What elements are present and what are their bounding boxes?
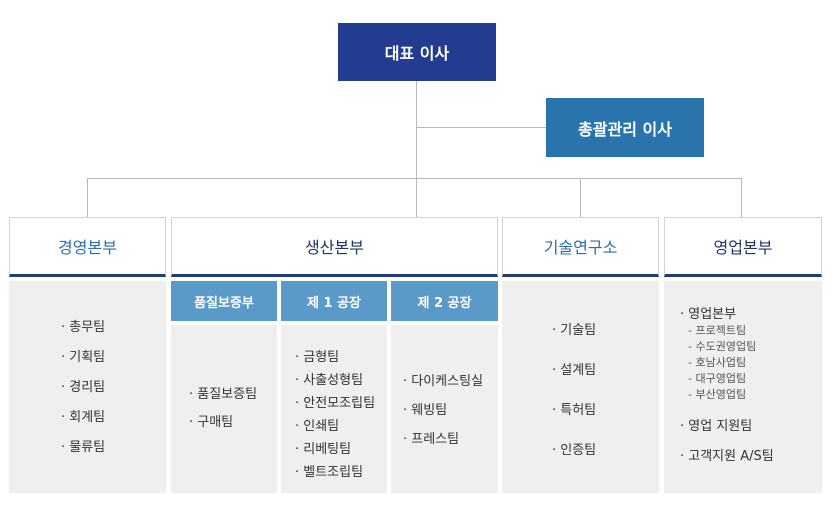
connector-div4: [741, 178, 742, 217]
list-item: 프레스팀: [403, 428, 483, 457]
subunit-plant2-panel: 다이케스팅실 웨빙팀 프레스팀: [391, 325, 498, 493]
connector-to-gm: [416, 127, 546, 128]
list-item: 안전모조립팀: [295, 392, 375, 415]
division-sales-panel: 영업본부 프로젝트팀 수도권영업팀 호남사업팀 대구영업팀 부산영업팀 영업 지…: [664, 281, 822, 493]
division-sales-header: 영업본부: [664, 217, 822, 277]
subunit-label: 제 2 공장: [417, 295, 472, 311]
list-item: 호남사업팀: [688, 355, 774, 371]
division-label: 영업본부: [713, 238, 773, 257]
list-item: 구매팀: [189, 411, 257, 439]
connector-div3: [580, 178, 581, 217]
subunit-plant2-header: 제 2 공장: [391, 281, 498, 321]
connector-ceo-down: [416, 81, 417, 217]
list-item: 회계팀: [61, 406, 105, 436]
list-item: 설계팀: [552, 359, 596, 399]
subunit-plant1-header: 제 1 공장: [281, 281, 387, 321]
connector-horizontal: [87, 178, 741, 179]
team-list: 영업본부: [680, 303, 774, 323]
list-item: 경리팀: [61, 376, 105, 406]
gm-box: 총괄관리 이사: [546, 98, 704, 157]
division-management-panel: 총무팀 기획팀 경리팀 회계팀 물류팀: [9, 281, 166, 493]
team-list: 금형팀 사출성형팀 안전모조립팀 인쇄팀 리베팅팀 벨트조립팀: [295, 346, 375, 484]
list-item: 기술팀: [552, 319, 596, 359]
subunit-plant1-panel: 금형팀 사출성형팀 안전모조립팀 인쇄팀 리베팅팀 벨트조립팀: [281, 325, 387, 493]
team-list: 기술팀 설계팀 특허팀 인증팀: [552, 319, 596, 479]
list-item: 물류팀: [61, 436, 105, 466]
sub-team-list: 프로젝트팀 수도권영업팀 호남사업팀 대구영업팀 부산영업팀: [680, 323, 774, 403]
team-list: 다이케스팅실 웨빙팀 프레스팀: [403, 370, 483, 457]
division-label: 경영본부: [58, 238, 117, 257]
division-management-header: 경영본부: [9, 217, 166, 277]
subunit-qa-panel: 품질보증팀 구매팀: [171, 325, 277, 493]
list-item: 영업 지원팀: [680, 415, 774, 445]
list-item: 고객지원 A/S팀: [680, 445, 773, 475]
team-list: 총무팀 기획팀 경리팀 회계팀 물류팀: [61, 316, 105, 466]
subunit-label: 품질보증부: [194, 295, 254, 311]
division-rnd-panel: 기술팀 설계팀 특허팀 인증팀: [502, 281, 659, 493]
list-item: 웨빙팀: [403, 399, 483, 428]
connector-div1: [87, 178, 88, 217]
division-rnd-header: 기술연구소: [502, 217, 659, 277]
division-label: 기술연구소: [543, 238, 618, 257]
list-item: 품질보증팀: [189, 383, 257, 411]
list-item: 대구영업팀: [688, 371, 774, 387]
list-item: 다이케스팅실: [403, 370, 483, 399]
list-item: 리베팅팀: [295, 438, 375, 461]
sales-group-list: 영업본부 프로젝트팀 수도권영업팀 호남사업팀 대구영업팀 부산영업팀 영업 지…: [680, 303, 774, 475]
gm-label: 총괄관리 이사: [578, 119, 672, 139]
subunit-label: 제 1 공장: [307, 295, 361, 311]
list-item: 인쇄팀: [295, 415, 375, 438]
list-item: 부산영업팀: [688, 387, 774, 403]
subunit-qa-header: 품질보증부: [171, 281, 277, 321]
list-item: 사출성형팀: [295, 369, 375, 392]
ceo-label: 대표 이사: [384, 44, 450, 63]
division-production-header: 생산본부: [171, 217, 498, 277]
list-item: 기획팀: [61, 346, 105, 376]
ceo-box: 대표 이사: [338, 23, 496, 81]
list-item: 총무팀: [61, 316, 105, 346]
list-item: 영업본부: [680, 303, 774, 323]
list-item: 수도권영업팀: [688, 339, 774, 355]
list-item: 프로젝트팀: [688, 323, 774, 339]
list-item: 특허팀: [552, 399, 596, 439]
list-item: 금형팀: [295, 346, 375, 369]
list-item: 인증팀: [552, 439, 596, 479]
team-list: 품질보증팀 구매팀: [189, 383, 257, 439]
division-label: 생산본부: [305, 238, 364, 257]
list-item: 벨트조립팀: [295, 461, 375, 484]
team-list: 영업 지원팀 고객지원 A/S팀: [680, 415, 774, 475]
